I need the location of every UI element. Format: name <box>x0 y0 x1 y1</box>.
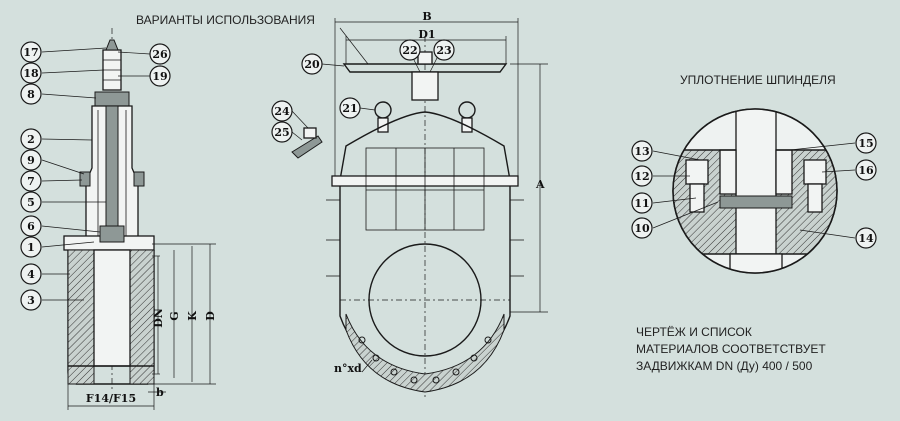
callout-1: 1 <box>20 236 42 258</box>
dim-k-label: K <box>186 311 199 321</box>
svg-text:6: 6 <box>27 220 35 233</box>
svg-text:10: 10 <box>634 222 650 235</box>
svg-text:7: 7 <box>27 175 35 188</box>
callout-18: 18 <box>20 62 42 84</box>
callout-8: 8 <box>20 83 42 105</box>
callout-25: 25 <box>271 121 293 143</box>
svg-text:19: 19 <box>152 70 167 83</box>
svg-text:2: 2 <box>27 133 35 146</box>
callout-15: 15 <box>855 132 877 154</box>
note-line-1: ЧЕРТЁЖ И СПИСОК <box>636 325 752 339</box>
callouts: 17 18 8 2 9 7 5 6 1 4 3 26 19 20 22 23 2… <box>20 39 877 311</box>
svg-text:26: 26 <box>152 48 168 61</box>
callout-9: 9 <box>20 149 42 171</box>
usage-variants-caption: ВАРИАНТЫ ИСПОЛЬЗОВАНИЯ <box>136 13 315 27</box>
front-view <box>291 18 548 398</box>
svg-text:9: 9 <box>27 154 35 167</box>
svg-text:4: 4 <box>27 268 35 281</box>
svg-text:16: 16 <box>858 164 874 177</box>
svg-text:15: 15 <box>858 137 873 150</box>
callout-10: 10 <box>631 217 653 239</box>
callout-3: 3 <box>20 289 42 311</box>
dim-b-label: B <box>422 10 431 23</box>
svg-text:5: 5 <box>27 196 35 209</box>
stem-seal-detail <box>672 108 838 274</box>
callout-17: 17 <box>20 41 42 63</box>
dim-dn-label: DN <box>152 308 165 328</box>
callout-22: 22 <box>399 39 421 61</box>
callout-6: 6 <box>20 215 42 237</box>
svg-text:8: 8 <box>27 88 35 101</box>
side-section-view <box>63 28 216 410</box>
svg-text:20: 20 <box>304 58 320 71</box>
bolt-spec-label: n°xd <box>334 362 362 375</box>
materials-note: ЧЕРТЁЖ И СПИСОК МАТЕРИАЛОВ СООТВЕТСТВУЕТ… <box>636 324 886 375</box>
note-line-2: МАТЕРИАЛОВ СООТВЕТСТВУЕТ <box>636 342 826 356</box>
dim-g-label: G <box>168 311 181 320</box>
svg-text:25: 25 <box>274 126 289 139</box>
callout-11: 11 <box>631 192 653 214</box>
dim-d-label: D <box>204 311 217 321</box>
dim-flange-label: F14/F15 <box>86 392 136 405</box>
callout-7: 7 <box>20 170 42 192</box>
svg-text:13: 13 <box>634 145 649 158</box>
callout-20: 20 <box>301 53 323 75</box>
callout-leaders <box>41 47 856 301</box>
callout-23: 23 <box>433 39 455 61</box>
dim-d1-label: D1 <box>418 28 435 41</box>
svg-text:11: 11 <box>634 197 649 210</box>
callout-4: 4 <box>20 263 42 285</box>
callout-13: 13 <box>631 140 653 162</box>
note-line-3: ЗАДВИЖКАМ DN (Ду) 400 / 500 <box>636 359 813 373</box>
callout-19: 19 <box>149 65 171 87</box>
dim-a-label: A <box>535 178 545 191</box>
svg-text:12: 12 <box>634 170 649 183</box>
callout-14: 14 <box>855 227 877 249</box>
svg-text:17: 17 <box>23 46 38 59</box>
callout-21: 21 <box>339 97 361 119</box>
svg-text:23: 23 <box>436 44 451 57</box>
svg-text:22: 22 <box>402 44 417 57</box>
svg-text:18: 18 <box>23 67 39 80</box>
stem-seal-caption: УПЛОТНЕНИЕ ШПИНДЕЛЯ <box>680 73 836 87</box>
svg-text:21: 21 <box>342 102 357 115</box>
dim-b-small-label: b <box>156 386 164 399</box>
callout-12: 12 <box>631 165 653 187</box>
callout-26: 26 <box>149 43 171 65</box>
svg-text:24: 24 <box>274 105 290 118</box>
dimension-labels: B D1 A DN G K D F14/F15 b n°xd <box>86 10 545 405</box>
callout-5: 5 <box>20 191 42 213</box>
svg-text:14: 14 <box>858 232 874 245</box>
callout-16: 16 <box>855 159 877 181</box>
svg-text:1: 1 <box>27 241 35 254</box>
svg-text:3: 3 <box>27 294 35 307</box>
callout-2: 2 <box>20 128 42 150</box>
callout-24: 24 <box>271 100 293 122</box>
